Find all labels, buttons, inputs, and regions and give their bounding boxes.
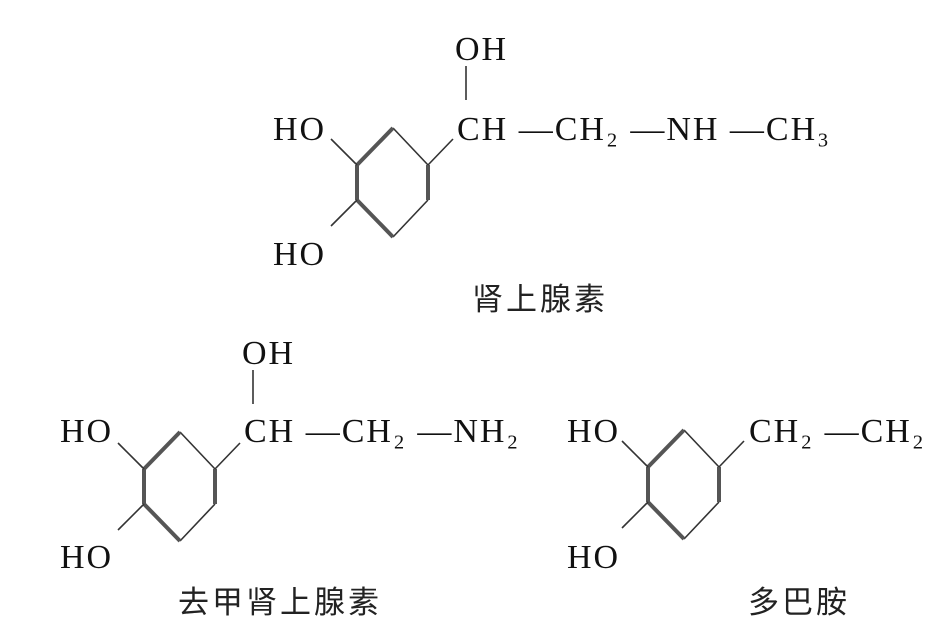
molecule-name-dopamine: 多巴胺 <box>748 585 850 620</box>
hydroxyl-label: OH <box>242 335 296 372</box>
side-chain-formula: CH₂ —CH₂ <box>749 413 926 450</box>
hydroxyl-label: HO <box>273 111 327 148</box>
molecule-name-norepinephrine: 去甲肾上腺素 <box>178 585 382 620</box>
dopamine-bonds <box>620 428 746 541</box>
molecule-name-epinephrine: 肾上腺素 <box>472 282 608 318</box>
hydroxyl-label: HO <box>273 236 327 273</box>
hydroxyl-label: HO <box>60 413 114 450</box>
side-chain-formula: CH —CH₂ —NH₂ <box>244 413 521 450</box>
side-chain-formula: CH —CH₂ —NH —CH₃ <box>457 111 832 148</box>
hydroxyl-label: OH <box>455 31 509 68</box>
hydroxyl-label: HO <box>567 413 621 450</box>
epinephrine-bonds <box>329 66 467 239</box>
norepinephrine-bonds <box>116 370 254 543</box>
hydroxyl-label: HO <box>567 539 621 576</box>
hydroxyl-label: HO <box>60 539 114 576</box>
